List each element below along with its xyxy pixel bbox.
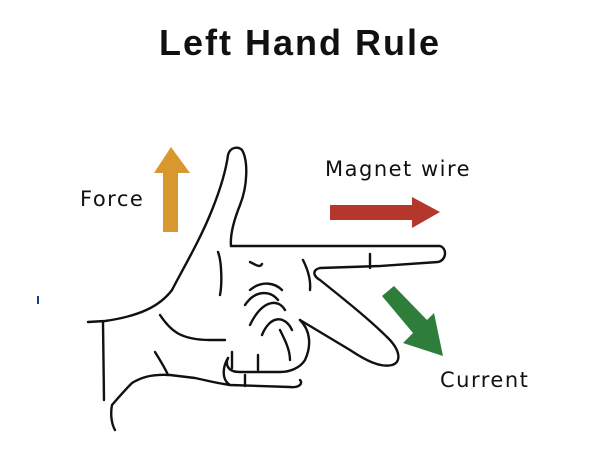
diagram-title: Left Hand Rule (158, 22, 441, 63)
current-label: Current (440, 368, 530, 392)
force-label: Force (80, 187, 145, 211)
magnet-wire-label: Magnet wire (325, 157, 472, 181)
current-arrow (382, 286, 443, 356)
magnet-wire-arrow (330, 197, 440, 228)
left-hand-drawing (86, 146, 447, 432)
force-arrow (154, 147, 190, 232)
left-edge-mark (37, 296, 39, 304)
